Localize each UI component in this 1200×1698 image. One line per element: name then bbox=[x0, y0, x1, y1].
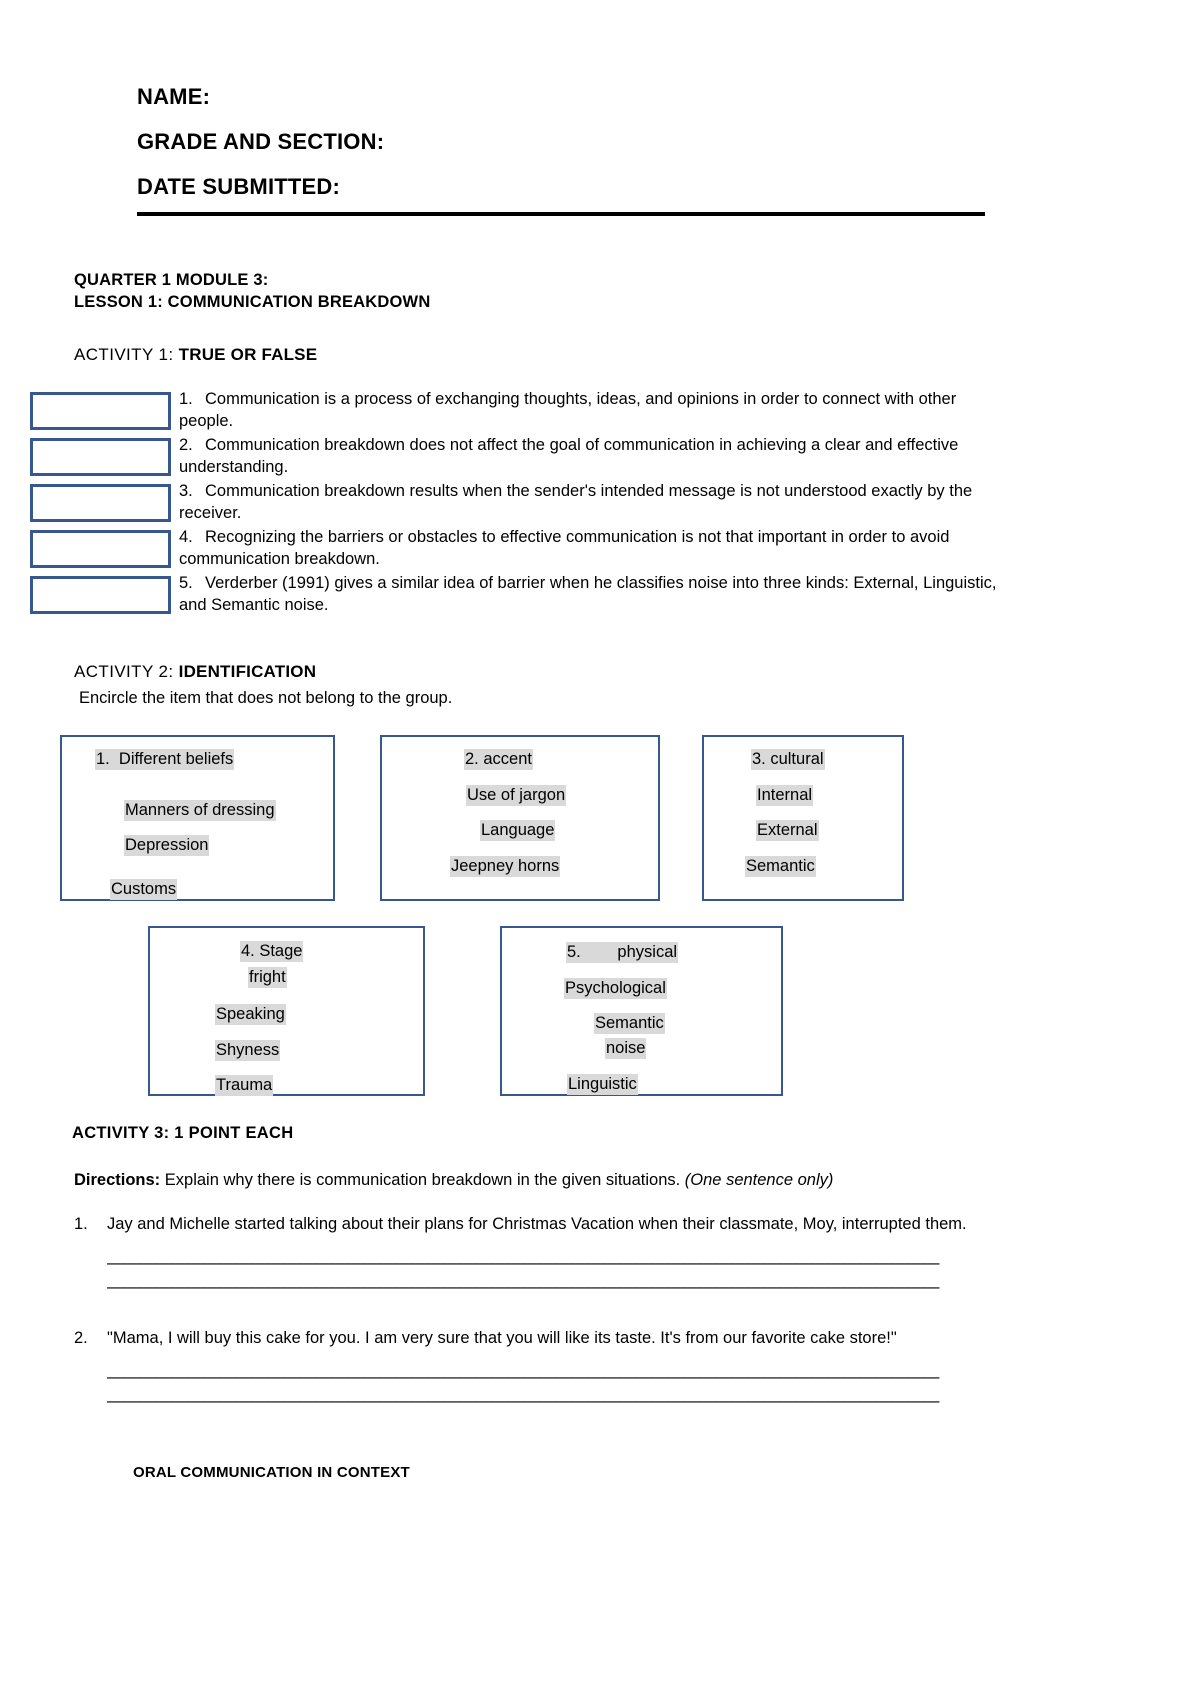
answer-box-5[interactable] bbox=[30, 575, 171, 614]
item-number: 3. bbox=[179, 481, 193, 500]
grade-section-field-label: GRADE AND SECTION: bbox=[137, 129, 385, 154]
item-body: Communication is a process of exchanging… bbox=[179, 390, 957, 431]
group-item[interactable]: Shyness bbox=[215, 1040, 281, 1061]
group-item[interactable]: Use of jargon bbox=[466, 785, 567, 806]
answer-box-2[interactable] bbox=[30, 437, 171, 476]
item-text-1: 1.Communication is a process of exchangi… bbox=[179, 388, 1009, 433]
date-submitted-field-label: DATE SUBMITTED: bbox=[137, 174, 341, 199]
question-number: 2. bbox=[74, 1329, 88, 1347]
answer-line[interactable]: ————————————————————————————————————————… bbox=[107, 1253, 940, 1272]
item-body: Communication breakdown does not affect … bbox=[179, 435, 959, 477]
group-item[interactable]: Speaking bbox=[215, 1004, 286, 1025]
activity2-heading: ACTIVITY 2: IDENTIFICATION bbox=[74, 662, 316, 682]
question-number: 1. bbox=[74, 1215, 88, 1233]
module-lesson-block: QUARTER 1 MODULE 3: LESSON 1: COMMUNICAT… bbox=[74, 270, 974, 314]
question-row: 2. "Mama, I will buy this cake for you. … bbox=[74, 1327, 1034, 1350]
group-item[interactable]: 1. Different beliefs bbox=[95, 749, 235, 770]
group-item[interactable]: Semantic bbox=[745, 856, 816, 877]
group-item[interactable]: 2. accent bbox=[464, 749, 533, 770]
question-text: Jay and Michelle started talking about t… bbox=[107, 1215, 967, 1233]
group-item[interactable]: 3. cultural bbox=[751, 749, 825, 770]
answer-box-4[interactable] bbox=[30, 529, 171, 568]
student-info-header: NAME: GRADE AND SECTION: DATE SUBMITTED: bbox=[137, 86, 987, 221]
directions-note: (One sentence only) bbox=[684, 1171, 834, 1189]
group-item[interactable]: Trauma bbox=[215, 1075, 274, 1096]
activity3-directions: Directions: Explain why there is communi… bbox=[74, 1171, 833, 1190]
list-item: 4.Recognizing the barriers or obstacles … bbox=[30, 526, 1030, 571]
activity1-heading: ACTIVITY 1: TRUE OR FALSE bbox=[74, 345, 317, 365]
answer-line[interactable]: ————————————————————————————————————————… bbox=[107, 1367, 940, 1386]
list-item: 3.Communication breakdown results when t… bbox=[30, 480, 1030, 525]
activity1-list: 1.Communication is a process of exchangi… bbox=[30, 388, 1030, 617]
group-item[interactable]: Language bbox=[480, 820, 556, 841]
item-body: Recognizing the barriers or obstacles to… bbox=[179, 527, 950, 569]
activity2-title: IDENTIFICATION bbox=[178, 662, 317, 681]
group-item[interactable]: 5. physical bbox=[566, 942, 679, 963]
question-1-block: 1. Jay and Michelle started talking abou… bbox=[74, 1213, 1034, 1300]
group-item[interactable]: fright bbox=[248, 967, 287, 988]
group-item[interactable]: Psychological bbox=[564, 978, 667, 999]
group-box-1[interactable]: 1. Different beliefs Manners of dressing… bbox=[60, 735, 335, 901]
question-2-block: 2. "Mama, I will buy this cake for you. … bbox=[74, 1327, 1034, 1414]
list-item: 5.Verderber (1991) gives a similar idea … bbox=[30, 572, 1030, 617]
group-item[interactable]: noise bbox=[605, 1038, 647, 1059]
item-number: 2. bbox=[179, 435, 193, 454]
directions-text: Explain why there is communication break… bbox=[160, 1171, 685, 1189]
answer-line[interactable]: ————————————————————————————————————————… bbox=[107, 1277, 940, 1296]
group-box-3[interactable]: 3. cultural Internal External Semantic bbox=[702, 735, 904, 901]
answer-line[interactable]: ————————————————————————————————————————… bbox=[107, 1391, 940, 1410]
group-item[interactable]: Linguistic bbox=[567, 1074, 638, 1095]
answer-box-1[interactable] bbox=[30, 392, 171, 430]
lesson-title: LESSON 1: COMMUNICATION BREAKDOWN bbox=[74, 292, 431, 311]
item-body: Verderber (1991) gives a similar idea of… bbox=[179, 573, 997, 614]
item-text-5: 5.Verderber (1991) gives a similar idea … bbox=[179, 572, 1009, 617]
activity2-label: ACTIVITY 2: bbox=[74, 662, 179, 681]
list-item: 1.Communication is a process of exchangi… bbox=[30, 388, 1030, 433]
group-item[interactable]: Depression bbox=[124, 835, 210, 856]
activity2-instruction: Encircle the item that does not belong t… bbox=[79, 689, 453, 707]
item-body: Communication breakdown results when the… bbox=[179, 481, 973, 523]
group-item[interactable]: Semantic bbox=[594, 1013, 665, 1034]
item-text-2: 2.Communication breakdown does not affec… bbox=[179, 434, 1009, 479]
activity1-title: TRUE OR FALSE bbox=[178, 345, 318, 364]
question-row: 1. Jay and Michelle started talking abou… bbox=[74, 1213, 1034, 1236]
item-text-4: 4.Recognizing the barriers or obstacles … bbox=[179, 526, 1009, 571]
group-item[interactable]: External bbox=[756, 820, 819, 841]
item-number: 4. bbox=[179, 527, 193, 546]
item-text-3: 3.Communication breakdown results when t… bbox=[179, 480, 1009, 525]
group-item[interactable]: Manners of dressing bbox=[124, 800, 276, 821]
group-box-4[interactable]: 4. Stage fright Speaking Shyness Trauma bbox=[148, 926, 425, 1096]
question-text: "Mama, I will buy this cake for you. I a… bbox=[107, 1329, 897, 1347]
group-item[interactable]: Jeepney horns bbox=[450, 856, 561, 877]
directions-label: Directions: bbox=[74, 1171, 161, 1189]
module-title: QUARTER 1 MODULE 3: bbox=[74, 271, 269, 289]
activity1-label: ACTIVITY 1: bbox=[74, 345, 179, 364]
item-number: 1. bbox=[179, 390, 193, 408]
list-item: 2.Communication breakdown does not affec… bbox=[30, 434, 1030, 479]
group-item[interactable]: Customs bbox=[110, 879, 178, 900]
activity3-heading: ACTIVITY 3: 1 POINT EACH bbox=[72, 1124, 294, 1142]
name-field-label: NAME: bbox=[137, 84, 211, 109]
answer-box-3[interactable] bbox=[30, 483, 171, 522]
group-item[interactable]: Internal bbox=[756, 785, 814, 806]
item-number: 5. bbox=[179, 573, 193, 592]
page-footer: ORAL COMMUNICATION IN CONTEXT bbox=[133, 1464, 410, 1481]
header-divider bbox=[137, 212, 985, 216]
group-box-5[interactable]: 5. physical Psychological Semantic noise… bbox=[500, 926, 783, 1096]
group-item[interactable]: 4. Stage bbox=[240, 941, 304, 962]
group-box-2[interactable]: 2. accent Use of jargon Language Jeepney… bbox=[380, 735, 660, 901]
